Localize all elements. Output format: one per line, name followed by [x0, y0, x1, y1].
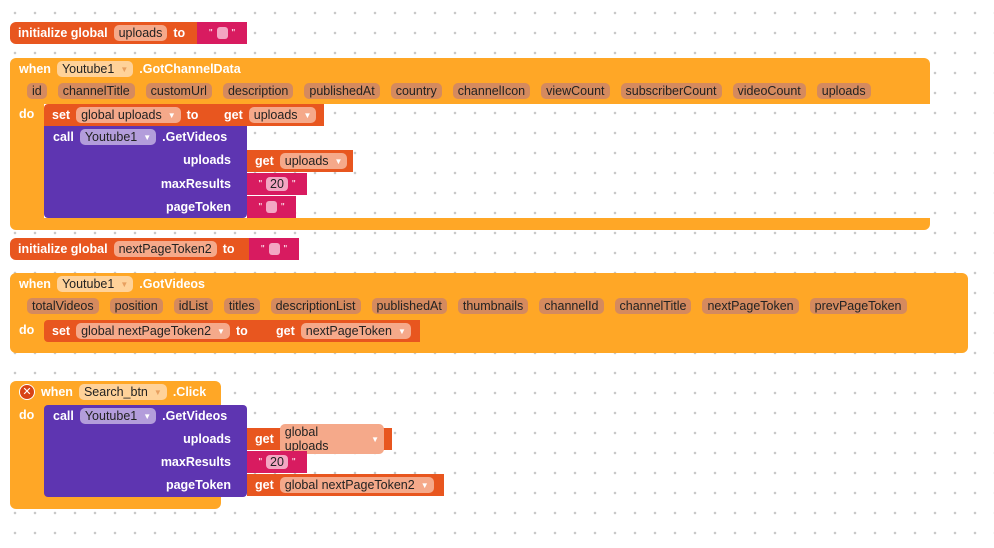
event-block-bottom: [10, 218, 930, 230]
empty-text-block[interactable]: "": [249, 238, 299, 260]
event-parameter[interactable]: nextPageToken: [702, 298, 799, 314]
text-20-block[interactable]: "20": [247, 451, 307, 473]
text-field[interactable]: [216, 27, 228, 39]
do-section: do: [10, 103, 44, 223]
event-parameter[interactable]: country: [390, 83, 442, 99]
error-icon[interactable]: ✕: [19, 384, 35, 400]
text-field[interactable]: 20: [266, 177, 288, 191]
arg-uploads-label: uploads: [183, 153, 231, 167]
event-parameter[interactable]: viewCount: [541, 83, 610, 99]
event-parameter[interactable]: uploads: [816, 83, 871, 99]
to-label: to: [173, 26, 186, 40]
variable-name-field[interactable]: uploads: [113, 25, 168, 41]
event-parameter[interactable]: totalVideos: [27, 298, 99, 314]
got-channel-data-event-block[interactable]: when Youtube1▼ .GotChannelData id channel…: [10, 58, 930, 104]
when-label: when: [19, 62, 51, 76]
component-dropdown[interactable]: Youtube1▼: [56, 276, 134, 292]
variable-dropdown[interactable]: global uploads▼: [279, 424, 384, 454]
component-dropdown[interactable]: Search_btn▼: [78, 384, 167, 400]
event-name: .GotChannelData: [139, 62, 241, 76]
event-parameters: id channelTitle customUrl description publis…: [10, 80, 930, 102]
event-parameter[interactable]: prevPageToken: [809, 298, 907, 314]
event-parameters: totalVideos position idList titles descripti…: [10, 295, 968, 317]
text-field[interactable]: [266, 201, 277, 213]
arg-maxresults-label: maxResults: [160, 177, 231, 191]
event-parameter[interactable]: channelId: [539, 298, 604, 314]
event-parameter[interactable]: thumbnails: [457, 298, 529, 314]
variable-dropdown[interactable]: uploads▼: [248, 107, 317, 123]
variable-dropdown[interactable]: global nextPageToken2▼: [76, 323, 230, 339]
event-parameter[interactable]: channelIcon: [452, 83, 531, 99]
event-parameter[interactable]: position: [109, 298, 163, 314]
variable-dropdown[interactable]: global uploads▼: [76, 107, 181, 123]
event-parameter[interactable]: publishedAt: [304, 83, 380, 99]
component-dropdown[interactable]: Youtube1▼: [56, 61, 134, 77]
arg-pagetoken-label: pageToken: [165, 200, 231, 214]
variable-name-field[interactable]: nextPageToken2: [113, 241, 217, 257]
event-parameter[interactable]: subscriberCount: [620, 83, 722, 99]
initialize-global-nextpagetoken2-block[interactable]: initialize global nextPageToken2 to: [10, 238, 252, 260]
variable-dropdown[interactable]: uploads▼: [279, 153, 348, 169]
event-parameter[interactable]: description: [222, 83, 294, 99]
component-dropdown[interactable]: Youtube1▼: [79, 129, 157, 145]
event-parameter[interactable]: publishedAt: [371, 298, 447, 314]
event-parameter[interactable]: titles: [223, 298, 260, 314]
set-global-uploads-block[interactable]: set global uploads▼ to: [44, 104, 224, 126]
block-label: initialize global: [18, 26, 108, 40]
variable-dropdown[interactable]: nextPageToken▼: [300, 323, 411, 339]
component-dropdown[interactable]: Youtube1▼: [79, 408, 157, 424]
event-parameter[interactable]: channelTitle: [614, 298, 692, 314]
text-field[interactable]: 20: [266, 455, 288, 469]
empty-text-block[interactable]: "": [247, 196, 296, 218]
event-parameter[interactable]: descriptionList: [270, 298, 361, 314]
set-global-nextpagetoken2-block[interactable]: set global nextPageToken2▼ to: [44, 320, 274, 342]
empty-text-block[interactable]: "": [197, 22, 247, 44]
text-field[interactable]: [268, 243, 280, 255]
event-parameter[interactable]: videoCount: [732, 83, 806, 99]
event-parameter[interactable]: channelTitle: [57, 83, 135, 99]
initialize-global-uploads-block[interactable]: initialize global uploads to: [10, 22, 200, 44]
event-parameter[interactable]: idList: [173, 298, 213, 314]
variable-dropdown[interactable]: global nextPageToken2▼: [279, 477, 434, 493]
get-uploads-block[interactable]: get uploads▼: [216, 104, 324, 126]
event-parameter[interactable]: id: [27, 83, 47, 99]
text-20-block[interactable]: "20": [247, 173, 307, 195]
event-parameter[interactable]: customUrl: [145, 83, 212, 99]
